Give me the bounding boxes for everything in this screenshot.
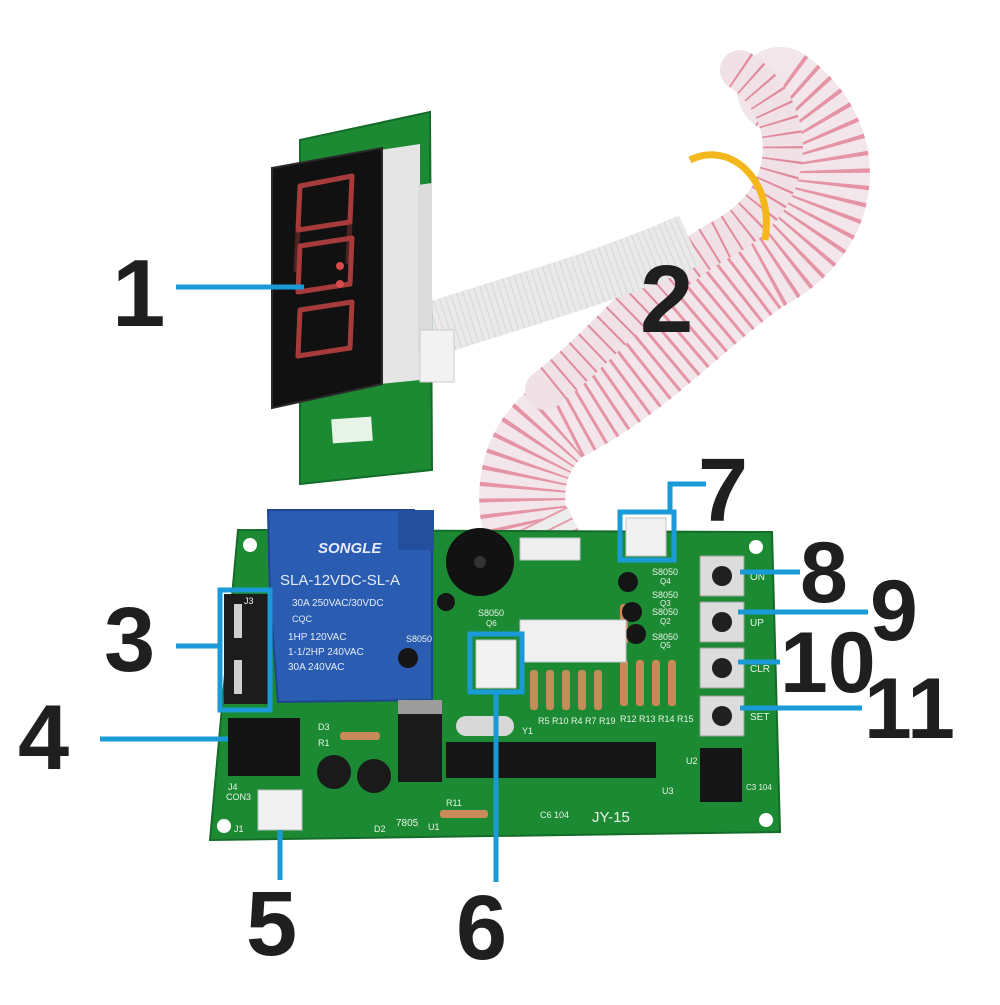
svg-text:U1: U1 (428, 822, 440, 832)
svg-text:S8050: S8050 (652, 632, 678, 642)
transistors (398, 572, 646, 668)
voltage-regulator (398, 712, 442, 782)
terminal-j3: J3 (224, 594, 268, 704)
capacitor-2 (357, 759, 391, 793)
svg-text:C3 104: C3 104 (746, 783, 772, 792)
connector-6 (475, 639, 517, 689)
svg-text:7805: 7805 (396, 818, 419, 829)
con3-connector (257, 789, 303, 831)
callout-number-9: 9 (870, 563, 918, 659)
svg-text:UP: UP (750, 618, 764, 629)
svg-text:R12 R13 R14 R15: R12 R13 R14 R15 (620, 714, 694, 724)
svg-text:Q6: Q6 (486, 619, 497, 628)
connector-7 (625, 517, 667, 557)
callout-number-1: 1 (112, 240, 166, 347)
svg-text:SET: SET (750, 712, 769, 723)
svg-text:J3: J3 (244, 596, 254, 606)
svg-text:Q4: Q4 (660, 577, 671, 586)
svg-text:R11: R11 (446, 798, 462, 808)
svg-text:R5 R10 R4 R7 R19: R5 R10 R4 R7 R19 (538, 716, 616, 726)
svg-text:S8050: S8050 (478, 608, 504, 618)
callout-number-7: 7 (698, 441, 749, 541)
relay-rating-3: 1-1/2HP 240VAC (288, 647, 364, 658)
callout-number-11: 11 (864, 661, 955, 757)
svg-text:Q5: Q5 (660, 641, 671, 650)
svg-text:S8050: S8050 (652, 567, 678, 577)
crystal (456, 716, 514, 736)
callout-number-2: 2 (640, 246, 694, 353)
push-buttons: ON UP CLR SET (699, 555, 770, 737)
microcontroller (446, 742, 656, 778)
svg-text:Q3: Q3 (660, 599, 671, 608)
relay-rating-4: 30A 240VAC (288, 662, 345, 673)
svg-text:S8050: S8050 (652, 590, 678, 600)
svg-text:CLR: CLR (750, 664, 770, 675)
highlight-box-7 (617, 509, 677, 563)
dc-power-jack (228, 718, 300, 776)
callout-number-3: 3 (104, 589, 156, 691)
relay-model: SLA-12VDC-SL-A (280, 572, 400, 589)
svg-text:CON3: CON3 (226, 792, 251, 802)
svg-text:S8050: S8050 (652, 607, 678, 617)
ribbon-header (519, 619, 627, 663)
svg-text:ON: ON (750, 572, 765, 583)
highlight-box-3 (217, 587, 273, 713)
leader-7 (667, 481, 706, 512)
svg-text:Y1: Y1 (522, 726, 533, 736)
svg-text:D2: D2 (374, 824, 386, 834)
callout-number-4: 4 (18, 687, 70, 789)
relay-brand: SONGLE (318, 540, 382, 557)
callout-number-5: 5 (246, 873, 298, 975)
svg-text:J4: J4 (228, 782, 238, 792)
relay-cert: CQC (292, 614, 313, 624)
svg-text:R1: R1 (318, 738, 330, 748)
capacitor-1 (317, 755, 351, 789)
display-module (271, 110, 455, 486)
board-name: JY-15 (592, 809, 630, 826)
relay-rating-2: 1HP 120VAC (288, 632, 347, 643)
svg-text:Q2: Q2 (660, 617, 671, 626)
svg-text:S8050: S8050 (406, 634, 432, 644)
svg-text:C6 104: C6 104 (540, 810, 569, 820)
main-pcb: SONGLE SLA-12VDC-SL-A 30A 250VAC/30VDC C… (208, 509, 782, 842)
ic-u2 (700, 748, 742, 802)
svg-text:J1: J1 (234, 824, 244, 834)
svg-text:U2: U2 (686, 756, 698, 766)
callout-number-8: 8 (800, 525, 848, 621)
relay-rating-1: 30A 250VAC/30VDC (292, 598, 384, 609)
callout-leaders (100, 284, 868, 882)
seven-segment-digits (293, 173, 355, 359)
callout-number-10: 10 (780, 615, 876, 711)
svg-text:D3: D3 (318, 722, 330, 732)
relay: SONGLE SLA-12VDC-SL-A 30A 250VAC/30VDC C… (266, 509, 434, 704)
svg-text:U3: U3 (662, 786, 674, 796)
callout-number-6: 6 (456, 877, 508, 979)
